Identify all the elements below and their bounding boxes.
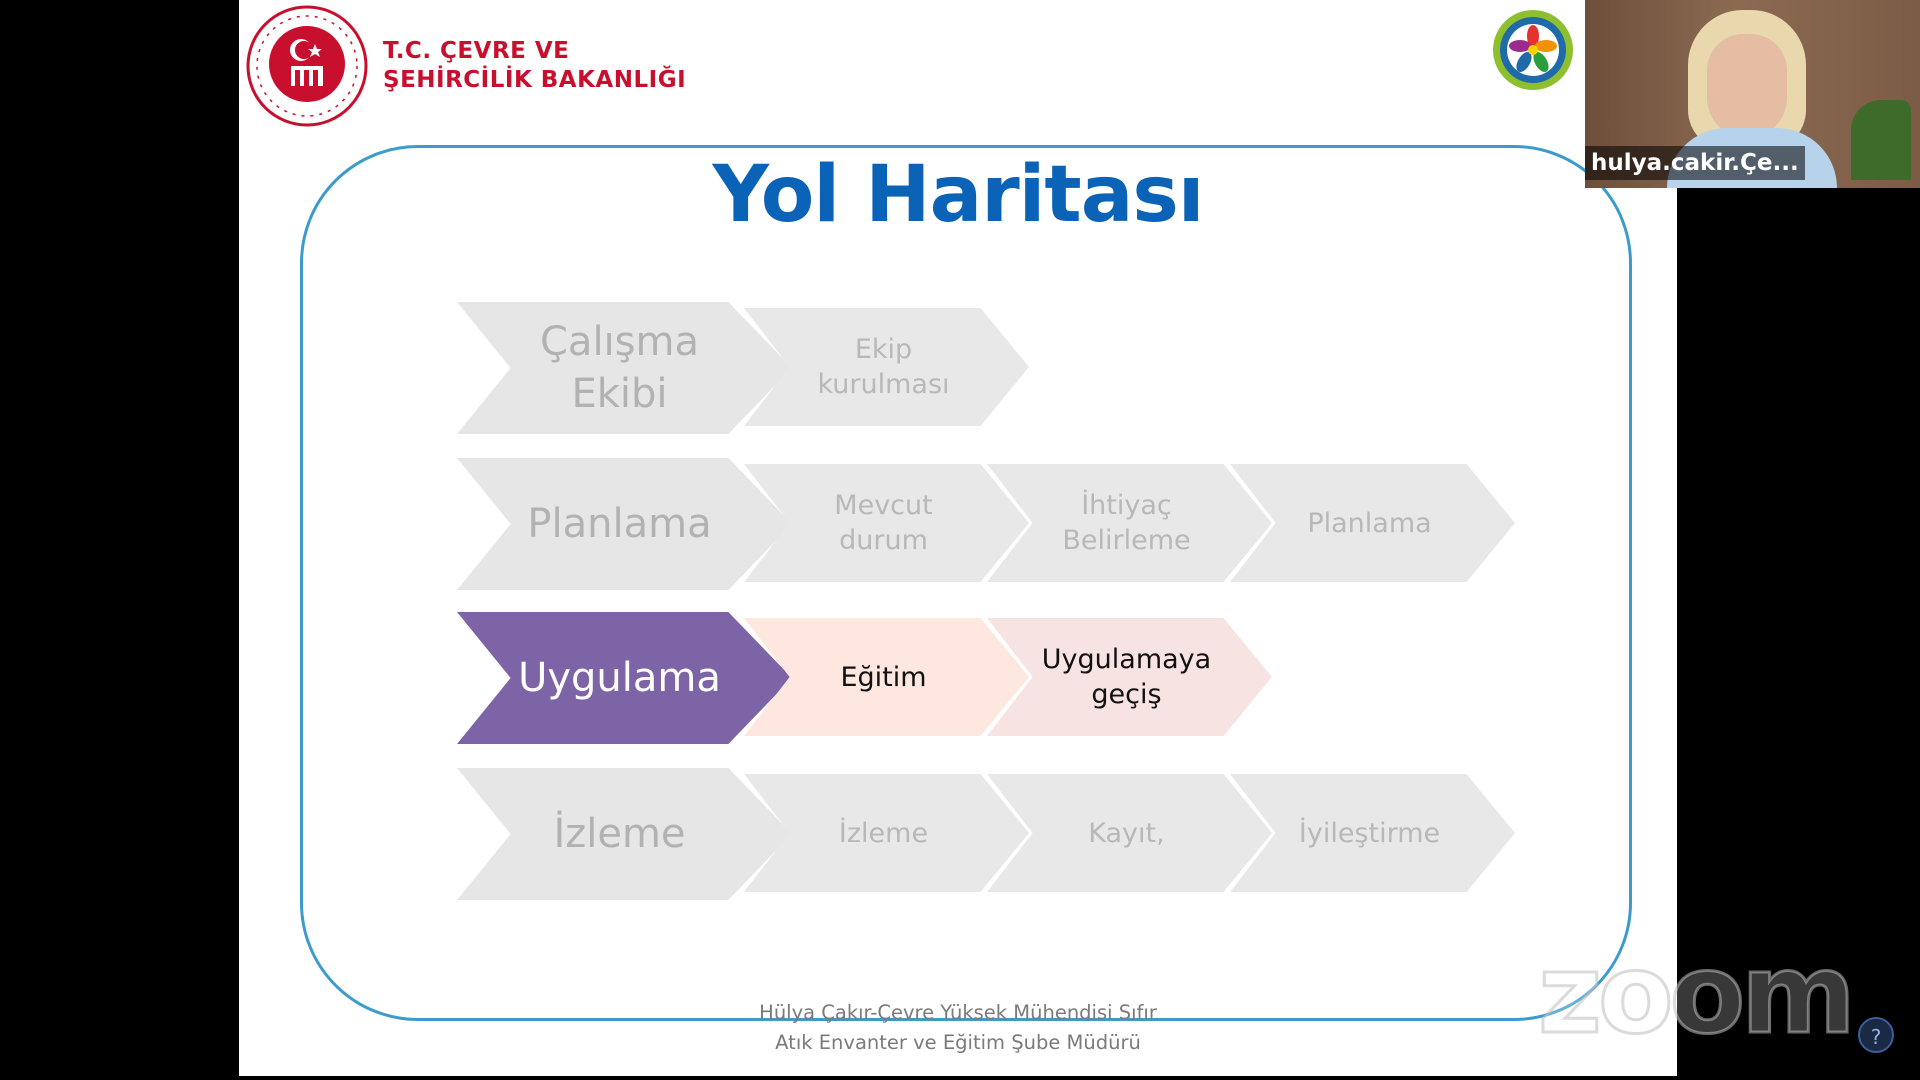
roadmap-step-ihtiyac-belirleme: İhtiyaç Belirleme [987, 464, 1272, 582]
ministry-line-1: T.C. ÇEVRE VE [383, 38, 570, 64]
roadmap-frame [300, 145, 1632, 1021]
help-icon[interactable]: ? [1858, 1017, 1894, 1053]
roadmap-step-izleme: İzleme [744, 774, 1029, 892]
roadmap-main-izleme: İzleme [457, 768, 792, 900]
roadmap-step-iyilestirme: İyileştirme [1230, 774, 1515, 892]
roadmap-step-mevcut-durum: Mevcut durum [744, 464, 1029, 582]
roadmap-step-uygulamaya-gecis: Uygulamaya geçiş [987, 618, 1272, 736]
roadmap-main-calisma-ekibi: Çalışma Ekibi [457, 302, 792, 434]
footer-line-2: Atık Envanter ve Eğitim Şube Müdürü [775, 1031, 1141, 1054]
slide-title: Yol Haritası [712, 150, 1204, 240]
roadmap-main-planlama: Planlama [457, 458, 792, 590]
participant-name-label: hulya.cakir.Çe... [1585, 146, 1805, 180]
video-person-face [1707, 34, 1787, 138]
presentation-slide: T.C. ÇEVRE VE ŞEHİRCİLİK BAKANLIĞI Yol H… [239, 0, 1677, 1076]
roadmap-main-uygulama: Uygulama [457, 612, 792, 744]
presenter-footer: Hülya Çakır-Çevre Yüksek Mühendisi Sıfır… [239, 998, 1677, 1058]
roadmap-step-kayit: Kayıt, [987, 774, 1272, 892]
ministry-seal-icon [246, 5, 368, 127]
video-plant [1851, 100, 1911, 180]
roadmap-step-ekip-kurulmasi: Ekip kurulması [744, 308, 1029, 426]
roadmap-step-egitim: Eğitim [744, 618, 1029, 736]
ministry-name: T.C. ÇEVRE VE ŞEHİRCİLİK BAKANLIĞI [383, 37, 686, 95]
zero-waste-logo-icon [1493, 10, 1573, 90]
ministry-line-2: ŞEHİRCİLİK BAKANLIĞI [383, 67, 687, 93]
footer-line-1: Hülya Çakır-Çevre Yüksek Mühendisi Sıfır [759, 1001, 1157, 1024]
zoom-watermark: zoom [1537, 929, 1858, 1060]
roadmap-step-planlama: Planlama [1230, 464, 1515, 582]
